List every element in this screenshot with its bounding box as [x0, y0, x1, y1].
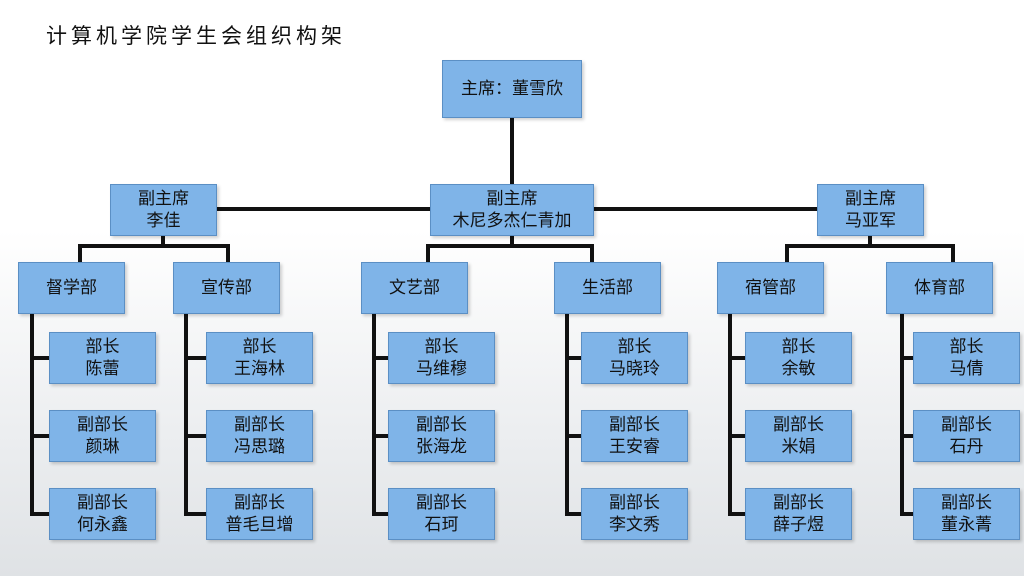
member-name: 余敏 [781, 359, 816, 379]
department-name: 生活部 [582, 278, 633, 298]
member-title: 副部长 [773, 415, 824, 435]
member-name: 王海林 [234, 359, 285, 379]
member-box: 副部长张海龙 [388, 410, 495, 462]
member-title: 副部长 [234, 415, 285, 435]
member-box: 副部长米娟 [745, 410, 852, 462]
department-box: 督学部 [18, 262, 125, 314]
vice-chair-name: 木尼多杰仁青加 [452, 211, 572, 231]
member-box: 副部长普毛旦增 [206, 488, 313, 540]
vice-chair-role: 副主席 [138, 189, 189, 209]
member-title: 副部长 [941, 415, 992, 435]
chairman-box: 主席：董雪欣 [442, 60, 582, 118]
member-name: 普毛旦增 [225, 515, 294, 535]
member-box: 部长马倩 [913, 332, 1020, 384]
member-title: 部长 [242, 337, 277, 357]
member-title: 副部长 [609, 493, 660, 513]
member-box: 副部长冯思璐 [206, 410, 313, 462]
member-box: 副部长石丹 [913, 410, 1020, 462]
department-name: 宣传部 [201, 278, 252, 298]
member-title: 部长 [781, 337, 816, 357]
vice-chair-name: 李佳 [146, 211, 181, 231]
member-title: 副部长 [234, 493, 285, 513]
department-name: 宿管部 [745, 278, 796, 298]
member-title: 副部长 [416, 415, 467, 435]
department-box: 宿管部 [717, 262, 824, 314]
vice-chair-name: 马亚军 [845, 211, 896, 231]
member-name: 何永鑫 [77, 515, 128, 535]
vice-chair-box: 副主席 木尼多杰仁青加 [430, 184, 594, 236]
member-name: 马晓玲 [609, 359, 660, 379]
member-box: 部长王海林 [206, 332, 313, 384]
member-box: 部长马维穆 [388, 332, 495, 384]
vice-chair-role: 副主席 [486, 189, 538, 209]
member-name: 米娟 [781, 437, 816, 457]
vice-chair-box: 副主席 李佳 [110, 184, 217, 236]
member-title: 部长 [85, 337, 120, 357]
department-box: 文艺部 [361, 262, 468, 314]
vice-chair-role: 副主席 [845, 189, 896, 209]
member-title: 副部长 [416, 493, 467, 513]
department-name: 体育部 [914, 278, 965, 298]
member-name: 石丹 [949, 437, 984, 457]
member-box: 部长马晓玲 [581, 332, 688, 384]
department-name: 督学部 [46, 278, 97, 298]
member-name: 颜琳 [85, 437, 120, 457]
member-name: 马倩 [949, 359, 984, 379]
member-box: 副部长薛子煜 [745, 488, 852, 540]
member-box: 副部长王安睿 [581, 410, 688, 462]
member-title: 副部长 [77, 493, 128, 513]
department-box: 生活部 [554, 262, 661, 314]
member-title: 部长 [949, 337, 984, 357]
member-name: 石珂 [424, 515, 459, 535]
department-box: 宣传部 [173, 262, 280, 314]
member-name: 陈蕾 [85, 359, 120, 379]
member-title: 副部长 [773, 493, 824, 513]
member-title: 部长 [424, 337, 459, 357]
vice-chair-box: 副主席 马亚军 [817, 184, 924, 236]
member-box: 副部长颜琳 [49, 410, 156, 462]
member-title: 副部长 [609, 415, 660, 435]
member-box: 部长陈蕾 [49, 332, 156, 384]
member-name: 李文秀 [609, 515, 660, 535]
member-name: 董永菁 [941, 515, 992, 535]
department-name: 文艺部 [389, 278, 440, 298]
chairman-label: 主席：董雪欣 [461, 79, 563, 99]
member-name: 马维穆 [416, 359, 467, 379]
member-box: 副部长何永鑫 [49, 488, 156, 540]
member-title: 副部长 [941, 493, 992, 513]
member-box: 副部长董永菁 [913, 488, 1020, 540]
member-name: 张海龙 [416, 437, 467, 457]
member-name: 薛子煜 [773, 515, 824, 535]
member-box: 部长余敏 [745, 332, 852, 384]
member-title: 副部长 [77, 415, 128, 435]
department-box: 体育部 [886, 262, 993, 314]
member-name: 冯思璐 [234, 437, 285, 457]
member-box: 副部长石珂 [388, 488, 495, 540]
member-name: 王安睿 [609, 437, 660, 457]
member-title: 部长 [617, 337, 652, 357]
member-box: 副部长李文秀 [581, 488, 688, 540]
page-title: 计算机学院学生会组织构架 [46, 24, 346, 48]
